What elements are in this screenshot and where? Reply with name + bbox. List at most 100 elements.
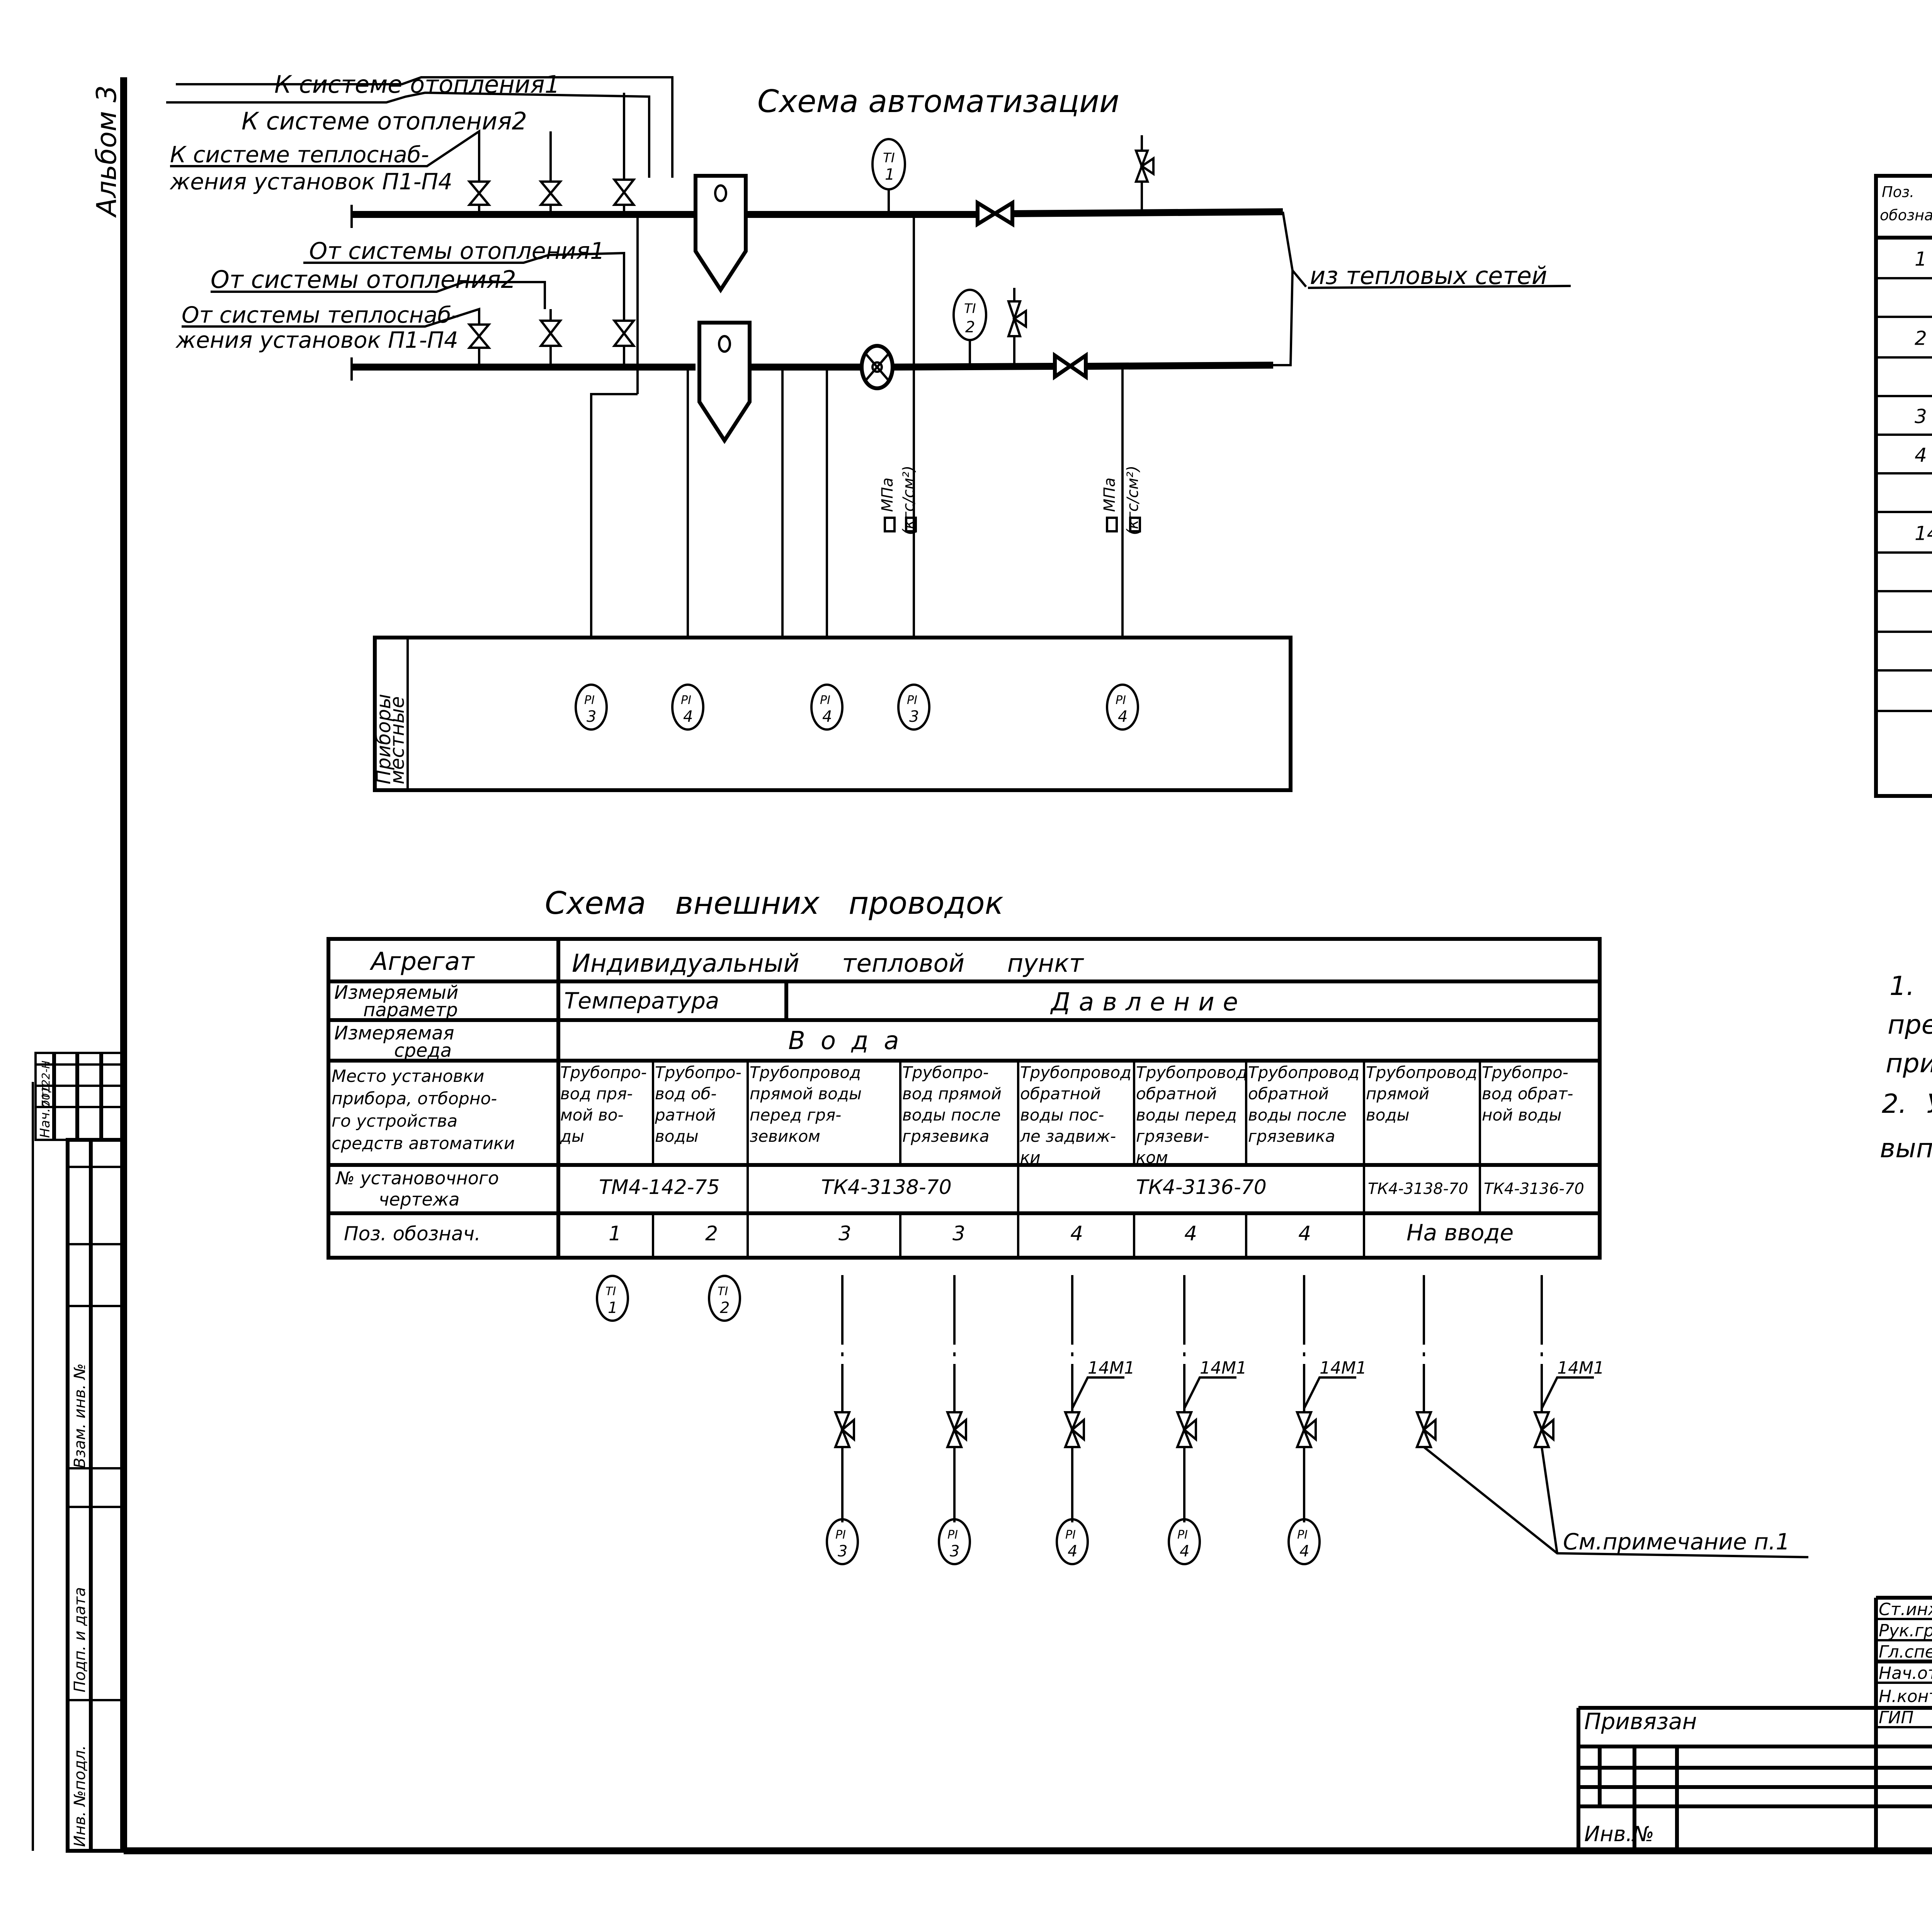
- panel-instrument-1: PI3: [575, 684, 608, 731]
- param-pressure: Давление: [1050, 988, 1247, 1017]
- spec-pos: 14М1: [1915, 522, 1932, 545]
- location-text: Трубопро-: [655, 1063, 742, 1082]
- ti1-pos: 1: [885, 166, 895, 184]
- signature-role: Гл.спец.: [1879, 1642, 1932, 1662]
- spec-row: 2Термометр П41240 103 ГОСТ 2823-73Е1комп…: [1915, 327, 1927, 350]
- instrument-tag: PI: [1297, 1528, 1308, 1542]
- shutoff-valve-icon: [1063, 1411, 1081, 1448]
- location-text: грязевика: [902, 1127, 989, 1146]
- location-text: ды: [560, 1127, 584, 1146]
- wiring-lines: TI1TI2PI3PI314М1PI414М1PI414М1PI414М1См.…: [596, 1275, 1809, 1565]
- location-text: ратной: [655, 1105, 716, 1124]
- instrument-circle: [1287, 1518, 1321, 1565]
- supply-label-2: К системе отопления2: [242, 107, 527, 135]
- location-text: Трубопро-: [560, 1063, 647, 1082]
- note-line-4: 2. Установка и заказ закладных конструкц…: [1882, 1089, 1932, 1119]
- see-note-label: См.примечание п.1: [1563, 1529, 1790, 1555]
- wiring-column: Трубопро-вод обрат-ной воды: [1482, 1063, 1573, 1124]
- location-text: Трубопровод: [1136, 1063, 1247, 1082]
- location-text: Трубопровод: [1366, 1063, 1477, 1082]
- param-temperature: Температура: [564, 988, 719, 1014]
- signature-role: Н.контр.: [1879, 1687, 1932, 1706]
- supply-label-4: жения установок П1-П4: [169, 168, 452, 195]
- location-text: зевиком: [750, 1127, 820, 1146]
- wiring-bubble-1: PI3: [826, 1518, 859, 1565]
- row-label-medium: Измеряемая: [334, 1022, 454, 1044]
- row-label-drawing-2: чертежа: [379, 1189, 459, 1210]
- title-block: 21012-02 34 ТП 816-1-76.86 АОВ Привязан …: [1577, 1596, 1932, 1851]
- row-label-medium-2: среда: [394, 1040, 452, 1061]
- drawing-number: ТК4-3138-70: [821, 1176, 952, 1199]
- shutoff-valve-icon: [1175, 1411, 1193, 1448]
- instrument-pos: 4: [1118, 708, 1128, 726]
- automation-scheme: Схема автоматизации К системе отопления1…: [166, 70, 1571, 792]
- stamp-col-inv: Инв. №подл.: [71, 1745, 89, 1847]
- panel-instrument-2: PI4: [671, 684, 704, 731]
- instrument-circle: [575, 684, 608, 731]
- shutoff-valve-icon: [833, 1411, 851, 1448]
- spec-pos: 3: [1915, 405, 1927, 428]
- location-text: ле задвиж-: [1020, 1127, 1116, 1146]
- pos-value: 4: [1298, 1222, 1311, 1245]
- panel-label-1: Приборы: [372, 694, 395, 784]
- spec-row: 1Термометр П51240 103 ГОСТ 2823-73Е1комп…: [1915, 248, 1927, 270]
- pos-value: 4: [1184, 1222, 1197, 1245]
- shutoff-valve-icon: [1533, 1411, 1551, 1448]
- note-line-3: прибора давления.: [1886, 1048, 1932, 1079]
- instrument-tag: PI: [681, 694, 691, 707]
- location-text: воды: [655, 1127, 699, 1146]
- stamp-value: 70122-Н: [39, 1061, 52, 1107]
- wiring-column: Трубопро-вод пря-мой во-ды: [560, 1063, 647, 1146]
- drawing-number: ТК4-3136-70: [1484, 1180, 1584, 1198]
- location-text: Трубопровод: [1248, 1063, 1359, 1082]
- margin-stamp: Альбом 3 Нач.отд 70122-Н Взам. инв. № По…: [34, 85, 126, 1853]
- signature-row: ГИПГлезин: [1879, 1708, 1914, 1728]
- location-text: воды пос-: [1020, 1105, 1104, 1124]
- instrument-pos: 4: [683, 708, 693, 726]
- unit-mpa-2: МПа: [1101, 478, 1119, 512]
- row-label-location: средств автоматики: [332, 1134, 515, 1153]
- location-text: Трубопровод: [750, 1063, 861, 1082]
- pos-value: 3: [838, 1222, 851, 1245]
- album-label: Альбом 3: [91, 85, 122, 218]
- thermo-bubble-2: TI2: [708, 1275, 741, 1322]
- return-label-2: От системы отопления2: [211, 265, 516, 294]
- row-label-parameter: Измеряемый: [334, 982, 458, 1003]
- location-text: мой во-: [560, 1105, 624, 1124]
- instrument-circle: [1056, 1518, 1089, 1565]
- local-instruments-panel: [373, 636, 1293, 792]
- instrument-pos: 4: [822, 708, 832, 726]
- panel-instrument-5: PI4: [1106, 684, 1139, 731]
- instrument-pos: 3: [587, 708, 596, 726]
- location-text: воды после: [1248, 1105, 1347, 1124]
- row-label-pos: Поз. обознач.: [344, 1223, 481, 1245]
- return-label-1: От системы отопления1: [309, 238, 605, 265]
- instrument-pos: 3: [909, 708, 919, 726]
- bound-label: Привязан: [1584, 1708, 1697, 1735]
- aggregate-value: Индивидуальный тепловой пункт: [572, 949, 1084, 978]
- return-label-4: жения установок П1-П4: [175, 327, 458, 353]
- location-text: вод пря-: [560, 1084, 633, 1103]
- mud-separator-2: [697, 321, 752, 444]
- spec-table: Поз. обознач. Наименование Кол. Примеч. …: [1874, 174, 1932, 798]
- location-text: воды перед: [1136, 1105, 1237, 1124]
- inv-label: Инв.№: [1584, 1822, 1654, 1846]
- shutoff-valve-icon: [1415, 1411, 1433, 1448]
- location-text: Трубопро-: [1482, 1063, 1568, 1082]
- row-label-location: Место установки: [332, 1066, 484, 1086]
- instrument-tag: PI: [584, 694, 595, 707]
- wiring-title: Схема внешних проводок: [545, 885, 1003, 921]
- location-text: обратной: [1020, 1084, 1101, 1103]
- wiring-bubble-5: PI4: [1287, 1518, 1321, 1565]
- return-valves: [467, 309, 636, 367]
- wiring-bubble-3: PI4: [1056, 1518, 1089, 1565]
- row-label-location: прибора, отборно-: [332, 1089, 497, 1109]
- instrument-tag: PI: [1065, 1528, 1076, 1542]
- signature-row: Ст.инж.Петрова3.09.85: [1879, 1600, 1932, 1619]
- instrument-pos: 2: [720, 1299, 730, 1317]
